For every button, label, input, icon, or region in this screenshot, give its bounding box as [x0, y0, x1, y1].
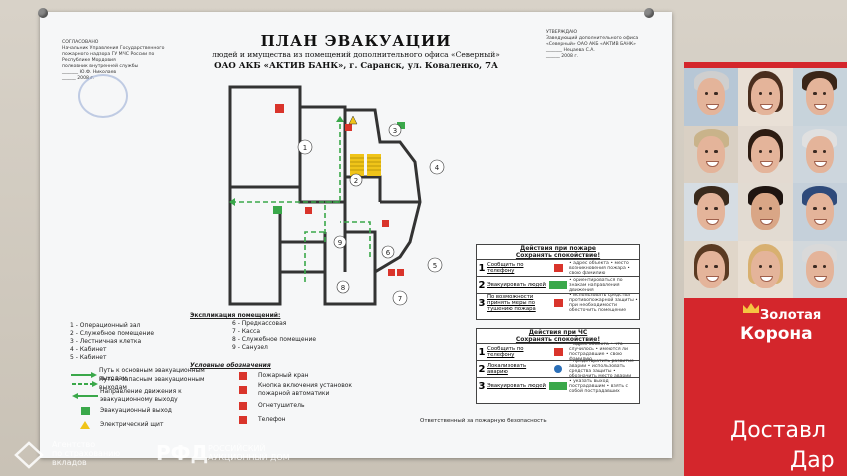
plan-address: ОАО АКБ «АКТИВ БАНК», г. Саранск, ул. Ко… [214, 61, 498, 71]
room-5-label: 5 [433, 262, 437, 270]
agency-logo-icon [14, 441, 44, 469]
extinguisher-icon [239, 402, 247, 410]
ad-red-banner [684, 298, 847, 476]
room-7-label: 7 [398, 295, 402, 303]
symbols-left: Путь к основным эвакуационным выходам Пу… [70, 367, 230, 432]
emergency-actions-box: Действия при ЧС Сохранять спокойствие! 1… [476, 328, 640, 404]
fire-hydrant-icon [239, 371, 247, 380]
evacuation-plan-poster: ПЛАН ЭВАКУАЦИИ людей и имущества из поме… [38, 8, 672, 458]
face-photo [684, 125, 739, 183]
ad-photo-grid [684, 68, 847, 298]
face-photo [738, 68, 793, 126]
ad-brand-line2: Корона [740, 324, 813, 344]
plan-subtitle: людей и имущества из помещений дополните… [212, 50, 500, 59]
face-photo [792, 125, 847, 183]
ad-slogan-line2: Дар [790, 448, 835, 473]
exit-sign-icon [549, 281, 567, 289]
pin-icon [38, 8, 48, 18]
stamp-icon [78, 74, 128, 118]
extinguisher-icon [553, 299, 563, 307]
room-6-label: 6 [386, 249, 391, 257]
phone-icon [553, 348, 563, 356]
room-8-label: 8 [341, 284, 345, 292]
face-photo [792, 68, 847, 126]
fire-actions-box: Действия при пожаре Сохранять спокойстви… [476, 244, 640, 320]
face-photo [684, 68, 739, 126]
responsible-label: Ответственный за пожарную безопасность [420, 418, 547, 424]
symbols-title: Условные обозначения [190, 362, 271, 369]
ad-top-strip [684, 62, 847, 70]
explication-title: Экспликация помещений: [190, 312, 281, 319]
phone-icon [553, 264, 563, 272]
face-photo [738, 240, 793, 298]
alarm-button-icon [239, 386, 247, 394]
ad-brand-line1: Золотая [760, 308, 822, 323]
face-photo [684, 240, 739, 298]
watermark-rad-logo: РФД [156, 441, 209, 465]
exit-sign-icon [80, 407, 90, 415]
electric-panel-icon [80, 421, 90, 429]
face-photo [684, 183, 739, 241]
plan-title: ПЛАН ЭВАКУАЦИИ [260, 32, 452, 50]
room-9-label: 9 [338, 239, 342, 247]
face-photo [738, 183, 793, 241]
face-photo [738, 125, 793, 183]
room-3-label: 3 [393, 127, 397, 135]
face-photo [792, 240, 847, 298]
room-2-label: 2 [354, 177, 358, 185]
exit-sign-icon [549, 382, 567, 390]
phone-icon [239, 416, 247, 424]
floor-plan: 1 2 3 4 5 6 7 8 9 [228, 85, 445, 306]
warning-icon [554, 365, 562, 373]
room-4-label: 4 [435, 164, 440, 172]
face-photo [792, 183, 847, 241]
ad-slogan-line1: Доставл [730, 418, 827, 443]
room-1-label: 1 [303, 144, 307, 152]
crown-logo-icon [743, 303, 759, 313]
pin-icon [644, 8, 654, 18]
symbols-right: Пожарный кран Кнопка включения установок… [228, 370, 388, 427]
